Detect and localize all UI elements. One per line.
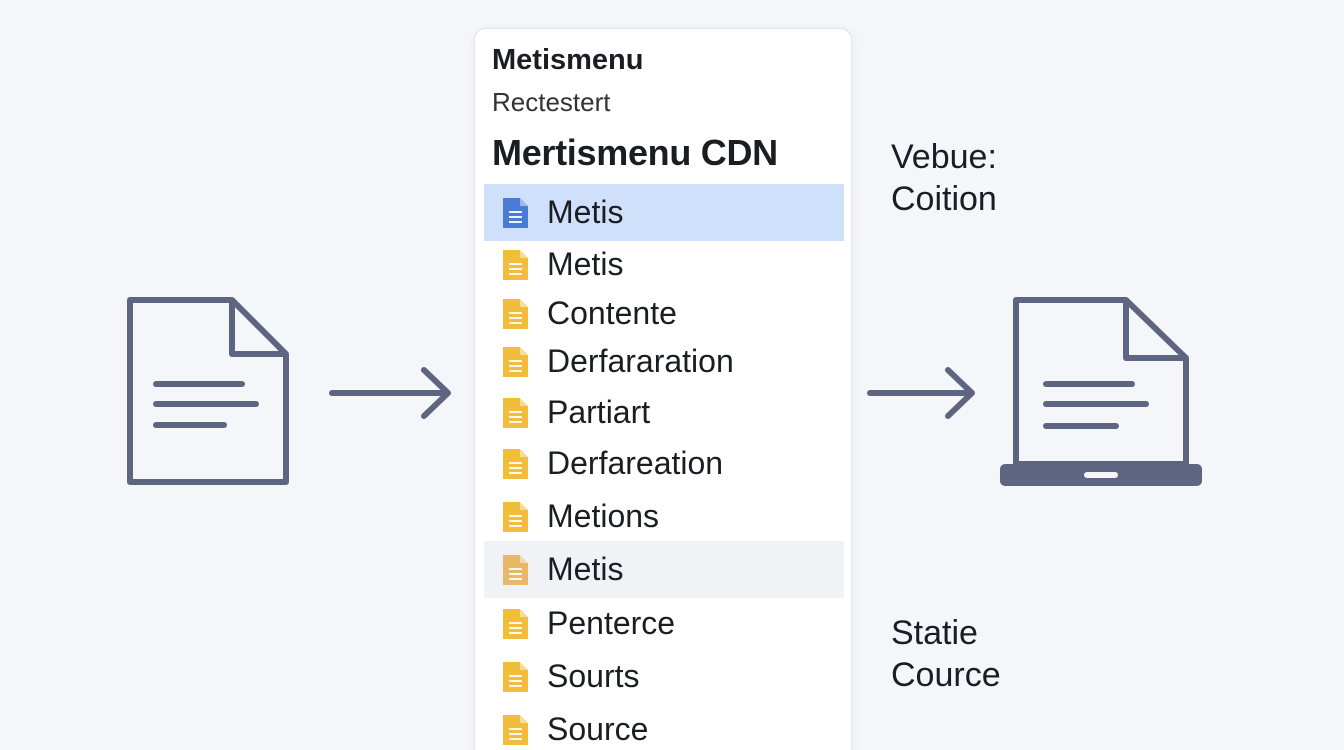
caption-top-line1: Vebue: bbox=[891, 138, 997, 176]
menu-item-label: Source bbox=[547, 711, 649, 747]
menu-item-label: Penterce bbox=[547, 605, 676, 641]
menu-item[interactable]: Sourts bbox=[484, 648, 844, 705]
laptop-document-icon bbox=[1000, 297, 1202, 486]
menu-item-label: Partiart bbox=[547, 394, 651, 430]
menu-item-label: Derfararation bbox=[547, 343, 734, 379]
caption-bottom-line1: Statie bbox=[891, 614, 978, 652]
file-icon bbox=[503, 397, 528, 428]
arrow-right-icon bbox=[329, 367, 451, 419]
menu-item-label: Contente bbox=[547, 295, 677, 331]
menu-item[interactable]: Metis bbox=[484, 236, 844, 293]
file-icon bbox=[503, 249, 528, 280]
arrow-right-icon bbox=[867, 367, 975, 419]
file-icon bbox=[503, 346, 528, 377]
menu-item[interactable]: Metions bbox=[484, 488, 844, 545]
menu-item[interactable]: Source bbox=[484, 701, 844, 750]
menu-item[interactable]: Derfararation bbox=[484, 333, 844, 390]
caption-top-line2: Coition bbox=[891, 180, 997, 218]
menu-item[interactable]: Metis bbox=[484, 184, 844, 241]
menu-item-label: Metions bbox=[547, 498, 660, 534]
menu-panel: Metismenu Rectestert Mertismenu CDN Meti… bbox=[474, 28, 852, 750]
menu-item-label: Metis bbox=[547, 246, 624, 282]
menu-item-label: Metis bbox=[547, 551, 624, 587]
file-icon bbox=[503, 448, 528, 479]
file-icon bbox=[503, 554, 528, 585]
menu-item-label: Metis bbox=[547, 194, 624, 230]
panel-title: Metismenu bbox=[492, 44, 644, 76]
menu-item-label: Derfareation bbox=[547, 445, 724, 481]
menu-item[interactable]: Partiart bbox=[484, 384, 844, 441]
menu-item[interactable]: Contente bbox=[484, 285, 844, 342]
menu-item-label: Sourts bbox=[547, 658, 640, 694]
file-icon bbox=[503, 298, 528, 329]
caption-bottom-line2: Cource bbox=[891, 656, 1001, 694]
file-icon bbox=[503, 197, 528, 228]
caption-top: Vebue: Coition bbox=[891, 136, 997, 220]
panel-heading: Mertismenu CDN bbox=[492, 132, 778, 173]
file-icon bbox=[503, 714, 528, 745]
menu-item[interactable]: Penterce bbox=[484, 595, 844, 652]
menu-item[interactable]: Metis bbox=[484, 541, 844, 598]
file-icon bbox=[503, 661, 528, 692]
menu-item[interactable]: Derfareation bbox=[484, 435, 844, 492]
panel-subtitle: Rectestert bbox=[492, 87, 611, 117]
document-icon bbox=[127, 297, 289, 485]
file-icon bbox=[503, 501, 528, 532]
file-icon bbox=[503, 608, 528, 639]
caption-bottom: Statie Cource bbox=[891, 612, 1001, 696]
